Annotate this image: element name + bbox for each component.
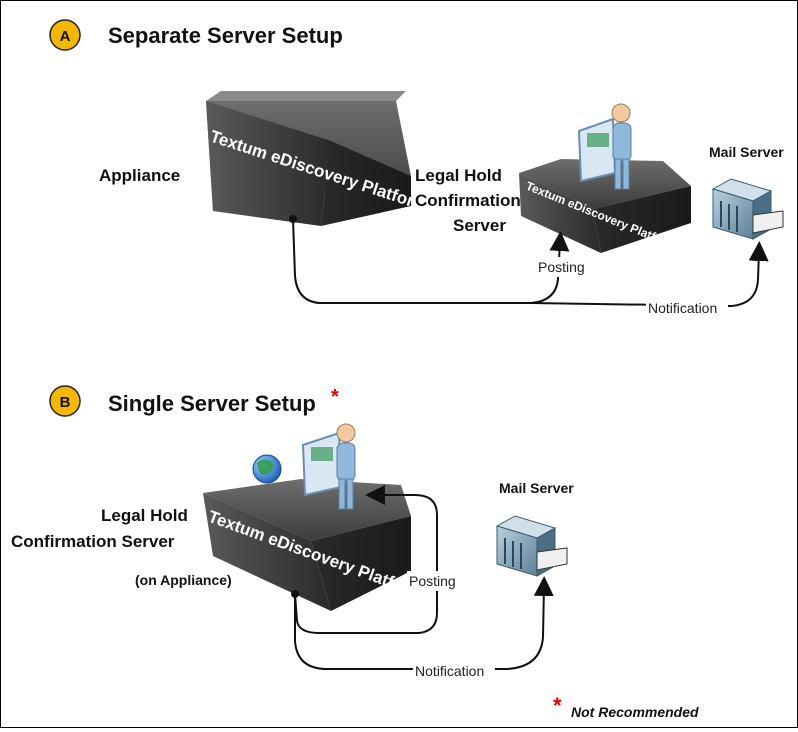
person-with-screen-icon [301, 423, 356, 510]
mail-server-icon [495, 515, 568, 577]
on-appliance-label: (on Appliance) [135, 572, 232, 588]
section-b: B Single Server Setup * Textum eDiscover… [11, 385, 574, 680]
badge-a-circle [49, 19, 81, 51]
posting-connector-a [292, 218, 570, 304]
mail-server-a-label: Mail Server [709, 144, 784, 160]
notification-label-b: Notification [415, 663, 484, 679]
mail-server-icon [711, 178, 784, 240]
section-a: A Separate Server Setup Textum eDiscover… [49, 19, 784, 317]
globe-icon [252, 454, 282, 484]
lh-server-a-label-line1: Legal Hold [415, 166, 502, 185]
mail-server-b-label: Mail Server [499, 480, 574, 496]
badge-b-letter: B [60, 394, 71, 411]
notification-connector-a [530, 241, 769, 308]
lh-server-b: Textum eDiscovery Platform [203, 479, 427, 611]
section-b-title: Single Server Setup [108, 391, 316, 416]
person-with-screen-icon [577, 103, 632, 190]
lh-server-a: Textum eDiscovery Platform [519, 159, 691, 253]
posting-connector-b [294, 485, 438, 634]
badge-b-circle [49, 385, 81, 417]
footnote-text: Not Recommended [571, 704, 699, 720]
lh-server-b-label-line2: Confirmation Server [11, 532, 175, 551]
section-b-title-asterisk: * [331, 386, 339, 408]
section-a-title: Separate Server Setup [108, 23, 343, 48]
lh-server-a-label-line2: Confirmation [415, 191, 521, 210]
posting-label-a: Posting [538, 259, 585, 275]
footnote: * Not Recommended [553, 693, 699, 720]
lh-server-b-label-line1: Legal Hold [101, 506, 188, 525]
notification-label-a: Notification [648, 300, 717, 316]
appliance-server-a: Textum eDiscovery Platform [206, 91, 431, 226]
appliance-label: Appliance [99, 166, 180, 185]
footnote-asterisk: * [553, 693, 562, 718]
badge-a-letter: A [60, 28, 71, 45]
lh-server-a-label-line3: Server [453, 216, 506, 235]
posting-label-b: Posting [409, 573, 456, 589]
